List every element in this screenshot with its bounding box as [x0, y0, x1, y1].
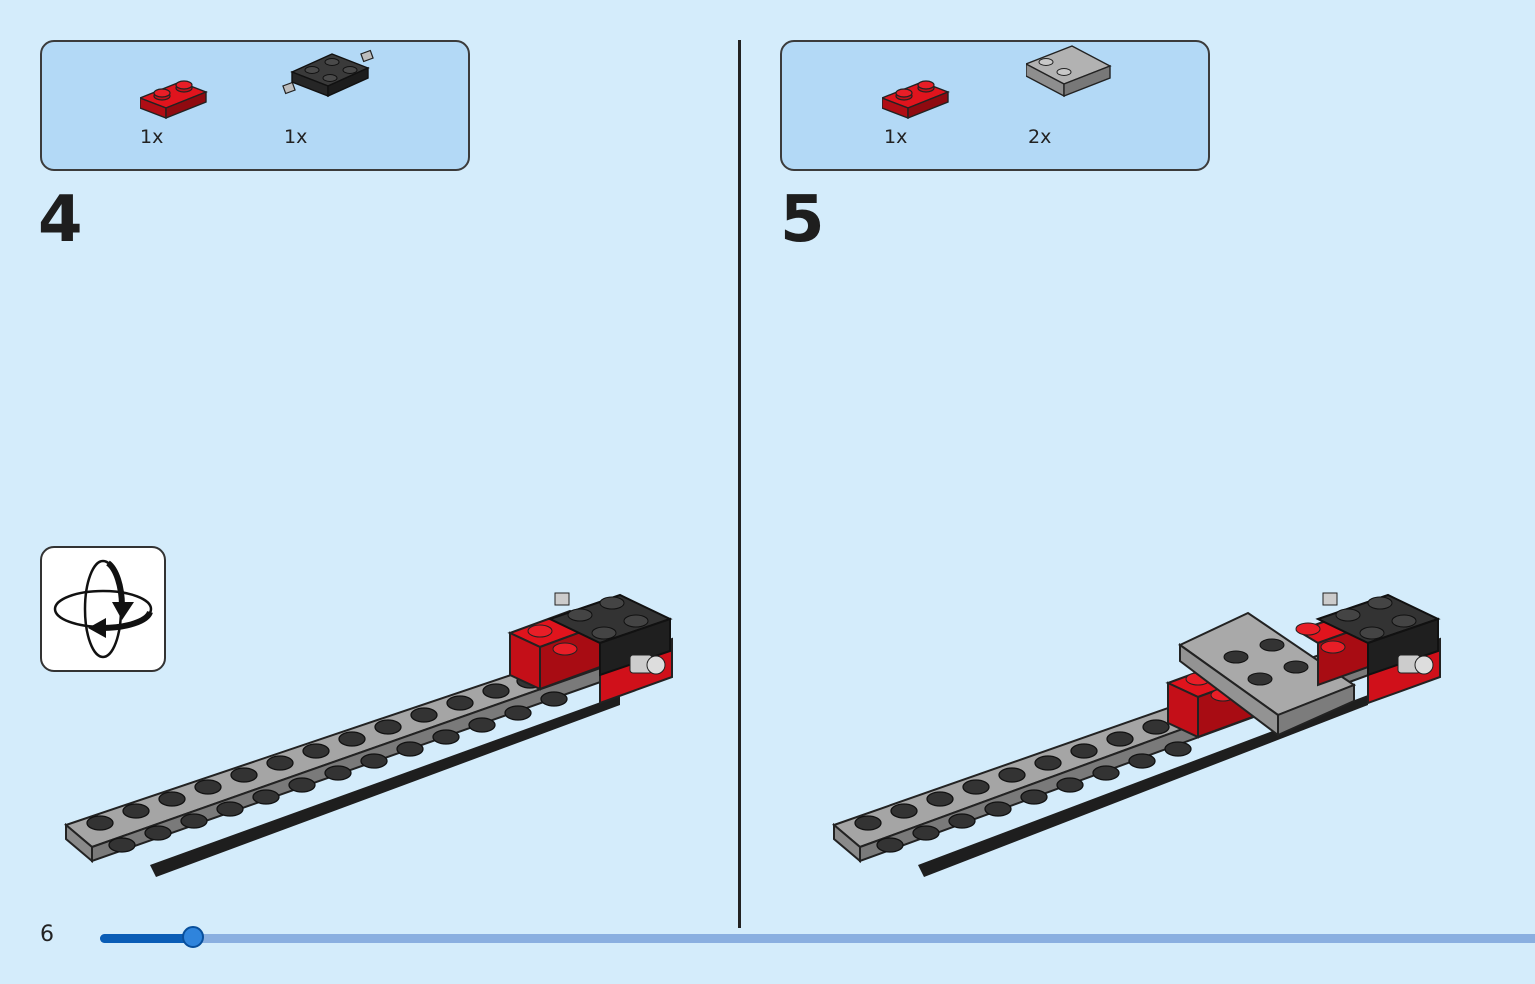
- part-quantity: 1x: [884, 126, 908, 148]
- grey-tile-icon: [1026, 45, 1112, 98]
- rotate-model-icon: [53, 559, 153, 659]
- part-quantity: 1x: [140, 126, 164, 148]
- rotate-model-indicator: [40, 546, 166, 672]
- page-progress-fill: [100, 934, 193, 943]
- wheel-holder-icon: [282, 49, 374, 98]
- part-red-plate: 1x: [882, 42, 1002, 171]
- page-number: 6: [40, 922, 54, 947]
- step-divider: [738, 40, 741, 928]
- step-number: 4: [38, 183, 83, 257]
- part-quantity: 2x: [1028, 126, 1052, 148]
- page-progress-knob: [182, 926, 204, 948]
- red-plate-icon: [140, 80, 208, 120]
- red-plate-icon: [882, 80, 950, 120]
- part-black-wheel-holder: 1x: [282, 42, 402, 171]
- part-quantity: 1x: [284, 126, 308, 148]
- part-grey-tile: 2x: [1026, 42, 1146, 171]
- page-progress-bar: [100, 926, 1535, 948]
- step-number: 5: [780, 183, 825, 257]
- parts-callout-step-4: 1x 1x: [40, 40, 470, 171]
- parts-callout-step-5: 1x 2x: [780, 40, 1210, 171]
- build-illustration-step-4: [64, 592, 673, 877]
- part-red-plate: 1x: [140, 42, 260, 171]
- build-illustration-step-5: [832, 592, 1441, 877]
